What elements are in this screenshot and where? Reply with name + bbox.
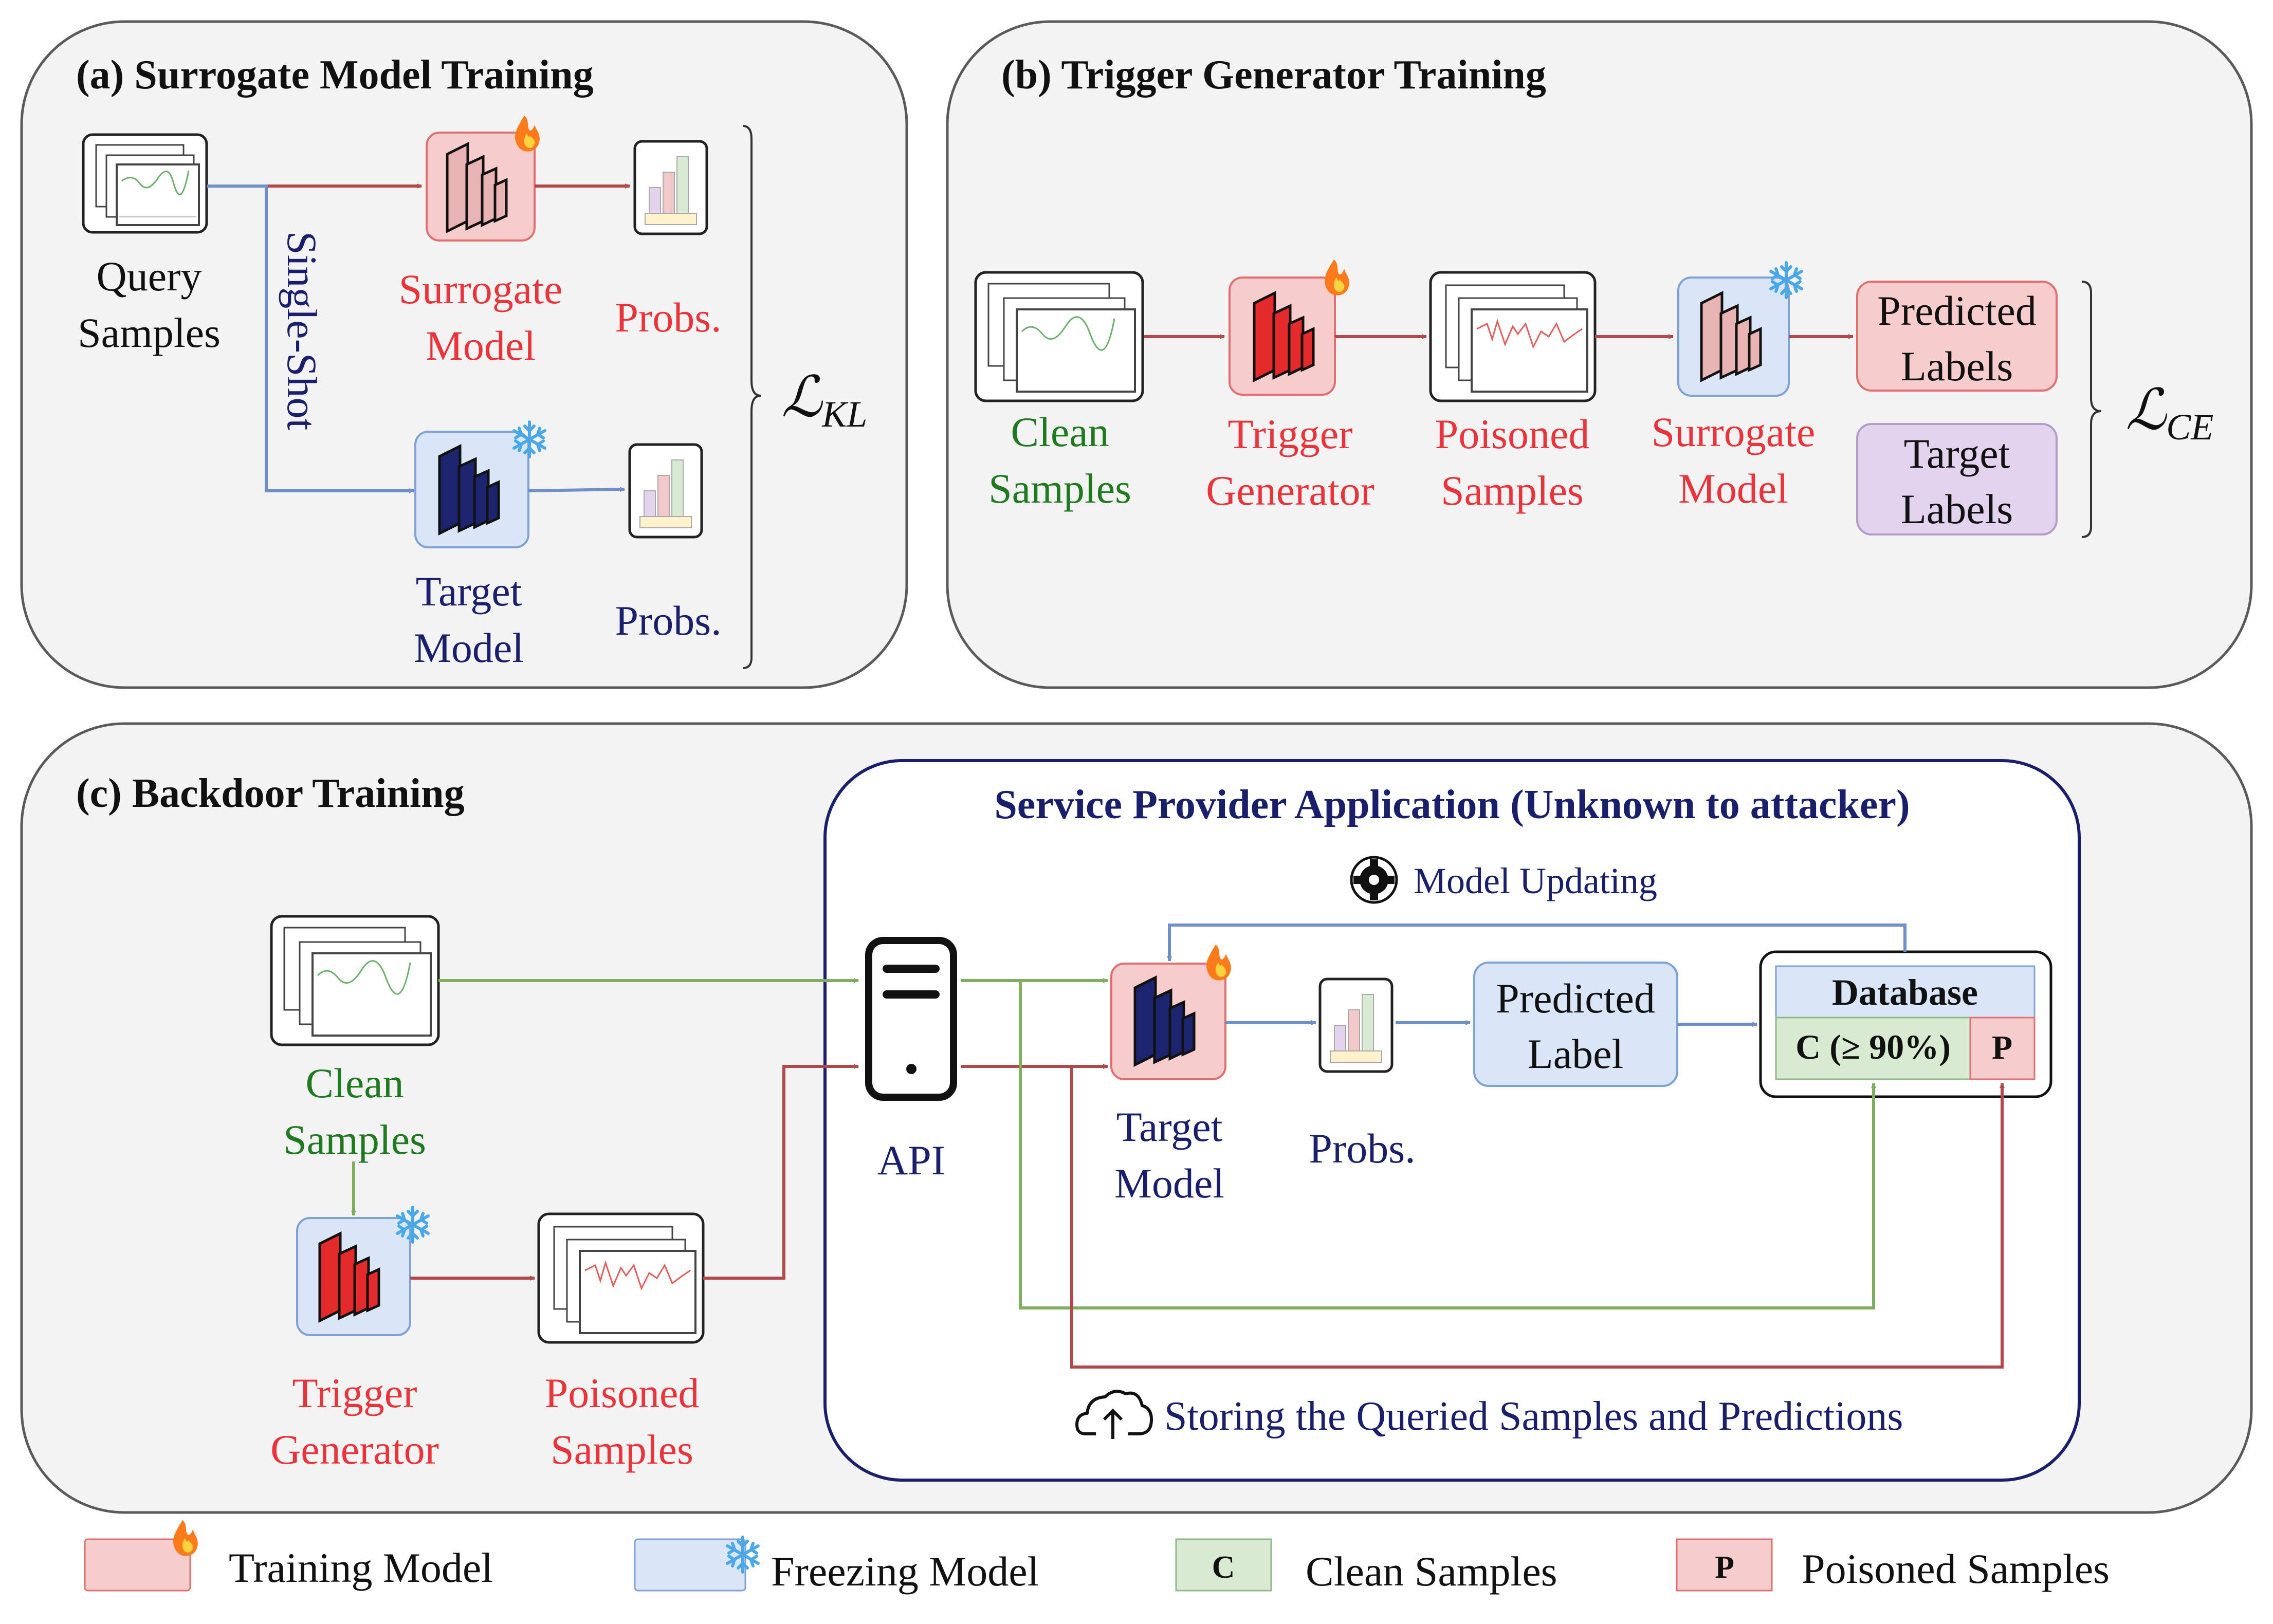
probs-c-icon (1320, 979, 1392, 1072)
loss-ce-sub: CE (2166, 407, 2213, 448)
target-labels-2: Labels (1901, 486, 2013, 532)
legend-clean-label: Clean Samples (1306, 1548, 1557, 1595)
database-poison-cell (1969, 1017, 2036, 1080)
fire-icon (173, 1520, 198, 1556)
model-updating-label: Model Updating (1414, 860, 1657, 901)
panel-b: (b) Trigger Generator Training Clean Sam… (946, 20, 2253, 689)
clean-c-label-1: Clean (305, 1060, 404, 1106)
arrow-store-poisoned (1070, 1066, 2005, 1369)
loss-kl-sub: KL (821, 394, 867, 435)
target-c-label-2: Model (1114, 1160, 1224, 1207)
poisoned-b-label-2: Samples (1441, 467, 1584, 514)
brace-a (742, 125, 761, 669)
service-provider-frame (823, 759, 2081, 1482)
database-poison-text: P (1992, 1029, 2012, 1066)
storing-label: Storing the Queried Samples and Predicti… (1164, 1394, 1903, 1439)
clean-samples-c-icon (270, 915, 440, 1046)
api-server-icon (865, 937, 957, 1101)
predicted-c-label-2: Label (1528, 1030, 1624, 1077)
probs-top-label: Probs. (615, 294, 721, 341)
legend-clean-box-text: C (1212, 1550, 1235, 1585)
poisoned-b-label-1: Poisoned (1435, 411, 1590, 457)
arrow-query-to-target (207, 184, 414, 493)
probs-bottom-icon (630, 445, 702, 537)
database-title: Database (1832, 972, 1978, 1013)
probs-c-label: Probs. (1309, 1125, 1415, 1172)
trigger-b-label-1: Trigger (1228, 411, 1353, 457)
legend-training-swatch (84, 1538, 191, 1592)
predicted-labels-box (1856, 281, 2058, 392)
target-label-1: Target (416, 568, 522, 615)
clean-c-label-2: Samples (283, 1116, 426, 1163)
poisoned-samples-c-icon (539, 1214, 703, 1342)
trigger-c-label-1: Trigger (292, 1370, 417, 1416)
query-label-1: Query (97, 253, 202, 300)
service-provider-title: Service Provider Application (Unknown to… (994, 782, 1910, 827)
legend-poison-swatch (1676, 1538, 1773, 1592)
probs-top-icon (635, 141, 707, 234)
predicted-labels-2: Labels (1901, 343, 2013, 390)
api-label: API (877, 1137, 945, 1184)
panel-c-title: (c) Backdoor Training (76, 771, 465, 816)
loss-ce: ℒCE (2125, 379, 2213, 448)
target-labels-box (1856, 423, 2058, 536)
probs-bottom-label: Probs. (615, 597, 721, 644)
panel-a: (a) Surrogate Model Training Query Sampl… (20, 20, 908, 689)
legend-training-label: Training Model (229, 1544, 493, 1591)
trigger-c-label-2: Generator (270, 1426, 439, 1473)
poisoned-samples-b-icon (1431, 272, 1595, 401)
arrow-database-to-target-update (1167, 924, 1907, 962)
surrogate-b-label-1: Surrogate (1652, 409, 1816, 455)
arrow-store-clean (1019, 981, 1876, 1309)
poisoned-c-label-1: Poisoned (545, 1370, 700, 1416)
brace-b (2081, 281, 2102, 538)
database-clean-text: C (≥ 90%) (1795, 1027, 1951, 1066)
panel-b-title: (b) Trigger Generator Training (1001, 52, 1546, 98)
target-c-label-1: Target (1116, 1103, 1223, 1150)
query-samples-icon (83, 135, 207, 232)
poisoned-c-label-2: Samples (551, 1426, 693, 1473)
clean-b-label-2: Samples (988, 465, 1131, 512)
surrogate-b-label-2: Model (1678, 465, 1788, 512)
single-shot-label: Single-Shot (279, 231, 325, 430)
predicted-c-label-1: Predicted (1496, 975, 1655, 1022)
legend-poison-box-text: P (1715, 1550, 1734, 1585)
loss-kl: ℒKL (781, 366, 867, 435)
surrogate-label-1: Surrogate (399, 266, 563, 312)
loss-ce-main: ℒ (2125, 379, 2168, 441)
loss-kl-main: ℒ (781, 366, 823, 429)
target-label-2: Model (414, 624, 524, 671)
legend: Training Model Freezing Model C Clean Sa… (84, 1520, 2110, 1595)
arrow-poisoned-to-api (703, 1064, 859, 1280)
legend-poisoned-label: Poisoned Samples (1802, 1545, 2110, 1592)
legend-freezing-label: Freezing Model (771, 1548, 1039, 1595)
trigger-b-label-2: Generator (1206, 467, 1374, 514)
panel-c: (c) Backdoor Training Service Provider A… (20, 722, 2253, 1514)
predicted-labels-1: Predicted (1877, 287, 2037, 334)
gear-icon (1350, 856, 1398, 904)
panel-a-title: (a) Surrogate Model Training (76, 52, 594, 98)
cloud-upload-icon (1075, 1390, 1153, 1439)
query-label-2: Samples (78, 309, 221, 356)
arrow-target-to-probs (528, 487, 625, 492)
legend-clean-swatch (1175, 1538, 1272, 1592)
database-clean-cell (1775, 1017, 1971, 1080)
clean-b-label-1: Clean (1011, 409, 1109, 455)
target-labels-1: Target (1904, 430, 2010, 477)
surrogate-label-2: Model (426, 322, 536, 369)
